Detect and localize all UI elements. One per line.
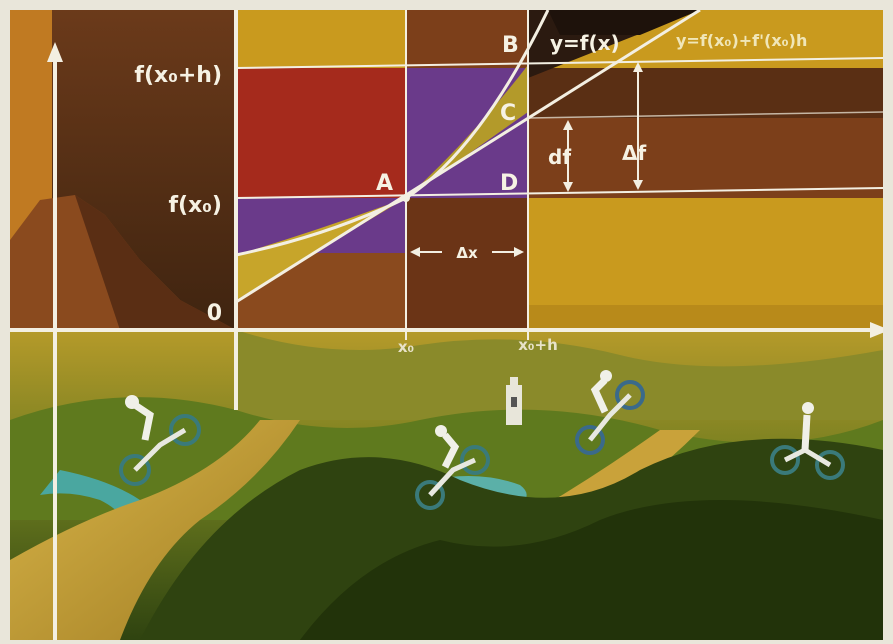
x-axis-arrow [870,322,883,338]
tower-icon [506,377,522,425]
dirt-road [10,420,300,640]
labels: f(x₀+h) f(x₀) 0 B C A D y=f(x) y=f(x₀)+f… [134,31,807,356]
label-x0: x₀ [398,338,414,356]
block-ochre-big [528,198,883,310]
label-point-d: D [500,171,518,196]
motorbike-rider-icon [770,402,845,480]
point-a-dot [402,194,410,202]
sky-band [548,10,700,35]
label-fx0: f(x₀) [168,193,222,218]
label-point-a: A [376,171,393,196]
deltaf-arrowhead-top [633,62,643,72]
delta-x-arrowhead-right [514,247,524,257]
label-df: df [548,145,571,169]
label-origin: 0 [207,301,222,326]
label-x0-plus-h: x₀+h [518,336,558,354]
block-ochre-strip [528,305,883,330]
block-top-left [236,10,406,68]
motorbike-rider-icon [575,370,645,455]
foreground-grass-dark [300,500,883,640]
label-delta-f: Δf [622,141,646,165]
label-curve: y=f(x) [550,31,620,55]
df-arrowhead-bottom [563,182,573,192]
motorbike-rider-icon [415,425,490,510]
label-point-c: C [500,101,516,126]
deltaf-arrowhead-bottom [633,180,643,190]
block-red [236,68,406,198]
hline-fx0 [235,187,883,199]
motorbike-rider-icon [119,395,201,486]
block-top-mid [406,10,528,68]
block-right-mid [528,118,883,198]
block-purple [406,68,528,198]
hline-tangent-c [527,111,883,119]
df-arrowhead-top [563,120,573,130]
left-axis-arrow [47,42,63,62]
label-fx0-plus-h: f(x₀+h) [134,63,222,88]
hline-fx0-plus-h [235,57,883,69]
label-point-b: B [502,33,519,58]
mountain-shadow [75,195,236,330]
distant-hills [236,330,883,420]
block-right-upper [528,68,883,118]
block-deltax [406,198,528,330]
label-tangent: y=f(x₀)+f'(x₀)h [676,31,807,50]
label-delta-x: Δx [456,244,478,262]
delta-x-arrowhead-left [410,247,420,257]
tangent-line [235,10,701,304]
